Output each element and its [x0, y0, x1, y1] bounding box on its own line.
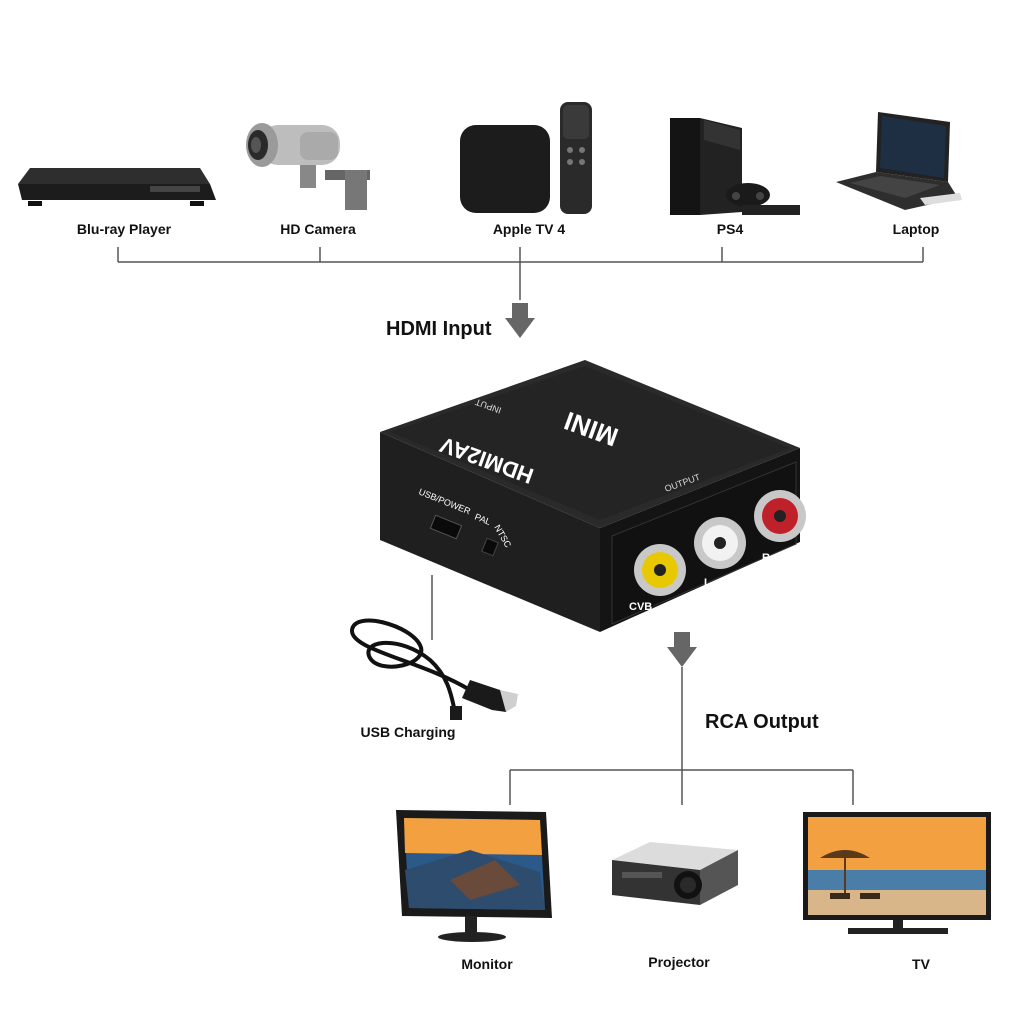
monitor-icon — [396, 810, 552, 942]
laptop-icon — [836, 112, 962, 210]
jack-label-r: R — [762, 552, 770, 564]
hd-camera-icon — [246, 123, 370, 210]
rca-jack-cvb-icon — [634, 544, 686, 596]
projector-icon — [612, 842, 738, 905]
usb-a-plug-icon — [462, 680, 512, 712]
source-label-ps4: PS4 — [716, 221, 744, 237]
source-connector-lines — [117, 247, 924, 300]
source-label-apple-tv: Apple TV 4 — [492, 221, 566, 237]
output-connector-lines — [509, 667, 854, 805]
usb-power-port — [429, 514, 463, 540]
usb-charging-label: USB Charging — [360, 724, 456, 740]
pal-ntsc-switch — [481, 537, 499, 557]
output-label-projector: Projector — [648, 954, 710, 970]
converter-front-face — [380, 432, 600, 632]
rca-output-arrow-icon — [667, 632, 697, 667]
source-label-hd-camera: HD Camera — [280, 221, 356, 237]
rca-jack-r-icon — [754, 490, 806, 542]
tv-icon — [803, 812, 991, 934]
ps4-icon — [670, 118, 800, 215]
output-label-tv: TV — [912, 956, 930, 972]
apple-tv-icon — [460, 102, 592, 214]
usb-cable-icon — [350, 618, 472, 713]
jack-label-l: L — [704, 577, 711, 589]
output-label-monitor: Monitor — [461, 956, 513, 972]
hdmi-input-label: HDMI Input — [386, 318, 492, 340]
hdmi-input-arrow-icon — [505, 303, 535, 338]
source-label-laptop: Laptop — [892, 221, 940, 237]
bluray-player-icon — [18, 168, 216, 206]
jack-label-cvb: CVB — [629, 601, 652, 613]
hdmi2av-converter — [380, 360, 806, 632]
rca-jack-l-icon — [694, 517, 746, 569]
source-label-bluray: Blu-ray Player — [76, 221, 172, 237]
mini-usb-plug-icon — [450, 706, 462, 720]
rca-output-label: RCA Output — [705, 711, 819, 733]
